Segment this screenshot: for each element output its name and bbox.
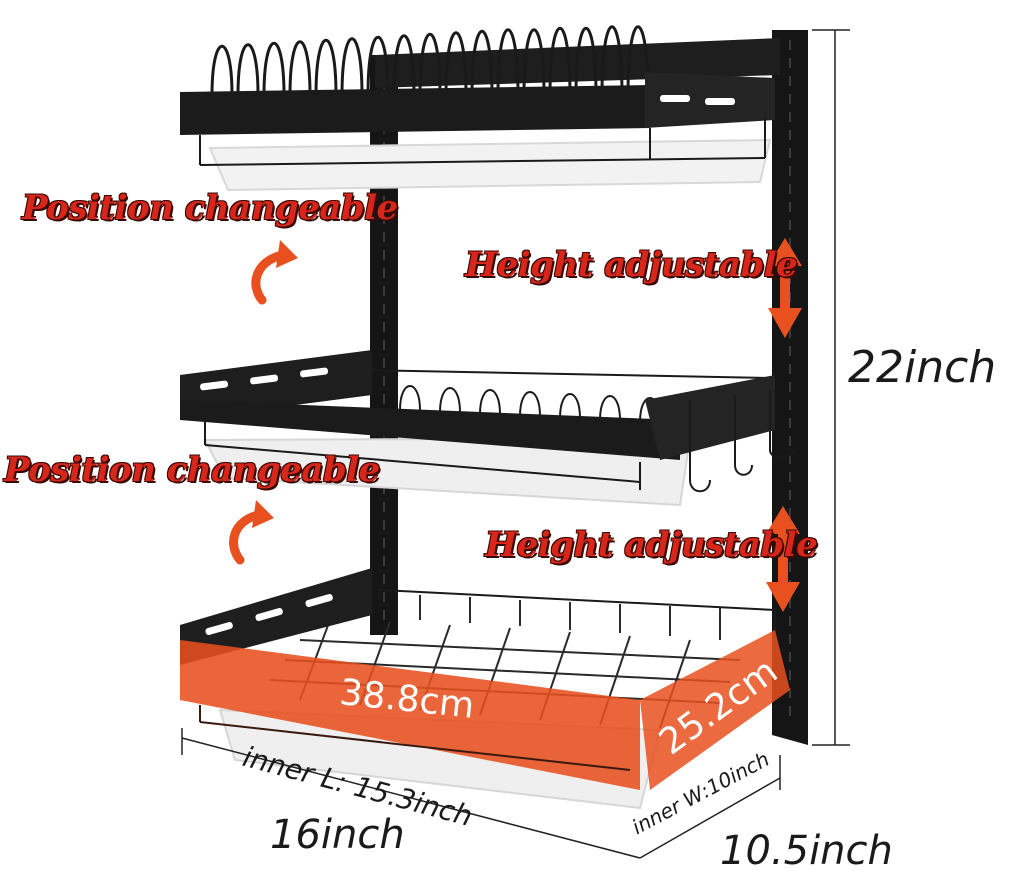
bottom-shelf-side-highlight bbox=[640, 630, 790, 790]
height-label-bottom: Height adjustable bbox=[485, 525, 818, 565]
width-dimension-line bbox=[181, 728, 641, 859]
outer-depth-label: 10.5inch bbox=[720, 828, 893, 874]
height-label-top: Height adjustable bbox=[465, 245, 798, 285]
top-shelf bbox=[180, 25, 775, 192]
position-label-bottom: Position changeable bbox=[4, 450, 380, 490]
curved-arrow-icon bbox=[251, 240, 298, 305]
right-upright bbox=[772, 30, 808, 745]
bottom-shelf-highlight bbox=[180, 640, 640, 790]
height-dimension-line bbox=[812, 29, 850, 746]
double-arrow-icon bbox=[768, 238, 802, 338]
double-arrow-icon bbox=[766, 506, 800, 612]
depth-dimension-line bbox=[639, 755, 781, 859]
curved-arrow-icon bbox=[229, 500, 274, 565]
bottom-shelf bbox=[180, 568, 790, 810]
position-label-top: Position changeable bbox=[22, 188, 398, 228]
total-height-label: 22inch bbox=[848, 342, 997, 393]
middle-shelf bbox=[180, 350, 796, 507]
left-upright bbox=[370, 55, 398, 635]
outer-width-label: 16inch bbox=[270, 812, 405, 858]
